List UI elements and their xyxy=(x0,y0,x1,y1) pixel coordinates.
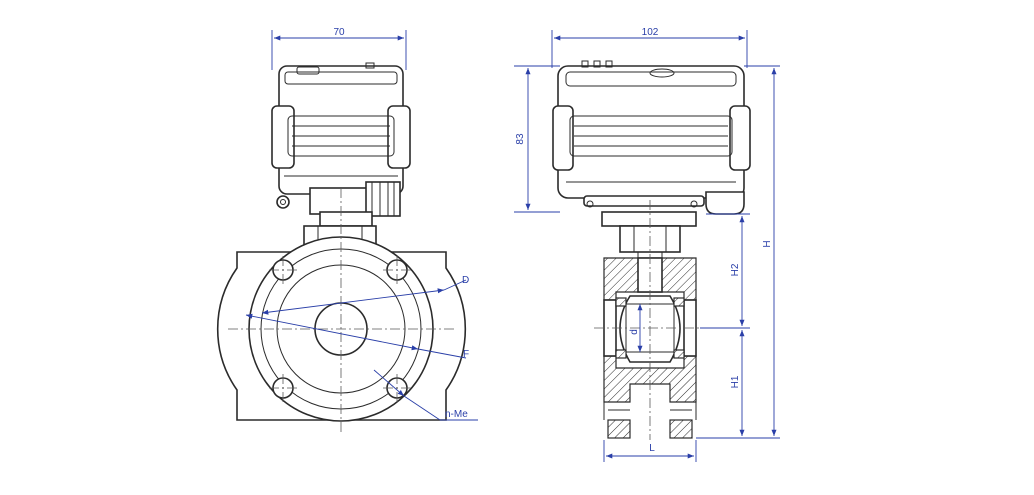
side-length-dimension: L xyxy=(603,440,697,462)
dim-label-102: 102 xyxy=(642,27,659,38)
front-width-dimension: 70 xyxy=(271,27,407,70)
dim-label-H1: H1 xyxy=(730,375,741,388)
side-actuator-height-dimension: 83 xyxy=(514,65,560,213)
dim-label-D: D xyxy=(462,275,469,286)
dim-label-H2: H2 xyxy=(730,263,741,276)
side-view: 102 xyxy=(514,27,780,462)
dim-label-d: d xyxy=(629,329,640,335)
side-total-height-dimension: H xyxy=(696,65,780,439)
side-partial-height-dimensions: H2 H1 xyxy=(700,213,750,436)
side-bore-dimension: d xyxy=(629,304,643,352)
dim-label-L: L xyxy=(649,443,655,454)
dim-label-H: H xyxy=(762,240,773,247)
dim-label-83: 83 xyxy=(515,133,526,145)
side-center-lines xyxy=(594,200,704,440)
front-view: 70 xyxy=(216,27,478,432)
side-actuator xyxy=(552,60,751,215)
side-width-dimension: 102 xyxy=(551,27,748,68)
dim-label-F: F xyxy=(463,349,469,360)
front-diameter-callouts: D F n-Me xyxy=(245,275,478,421)
dim-label-70: 70 xyxy=(333,27,345,38)
dim-label-n-Me: n-Me xyxy=(445,409,468,420)
